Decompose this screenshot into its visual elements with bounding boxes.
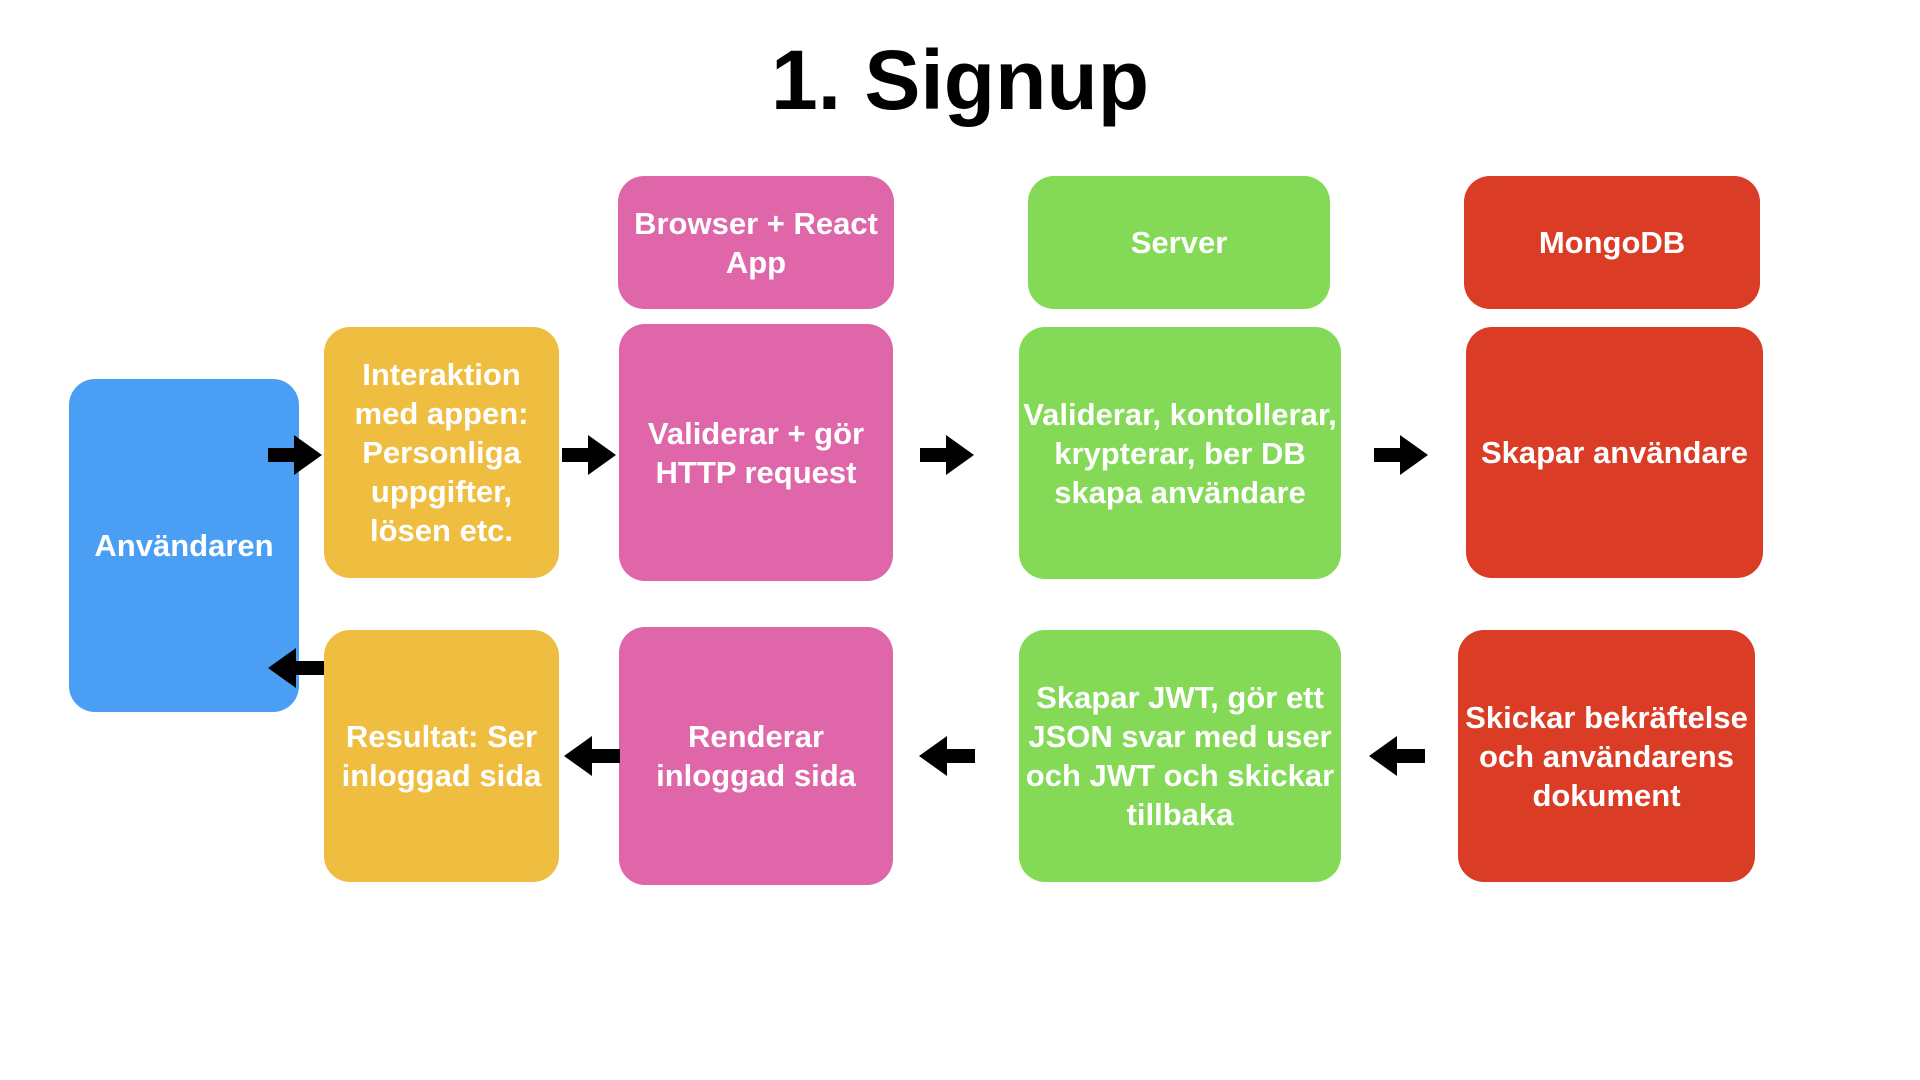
arrow-left-icon — [564, 736, 620, 776]
user-box-label: Användaren — [94, 528, 274, 563]
header-mongodb: MongoDB — [1464, 176, 1760, 309]
server-validate-box: Validerar, kontollerar, krypterar, ber D… — [1019, 327, 1341, 579]
user-box: Användaren — [69, 379, 299, 712]
header-browser-react-app: Browser + React App — [618, 176, 894, 309]
mongodb-confirm-box: Skickar bekräftelse och användarens doku… — [1458, 630, 1755, 882]
app-result-label: Resultat: Ser inloggad sida — [341, 719, 542, 793]
app-interaction-box: Interaktion med appen: Personliga uppgif… — [324, 327, 559, 578]
mongodb-confirm-label: Skickar bekräftelse och användarens doku… — [1465, 699, 1748, 813]
browser-render-box: Renderar inloggad sida — [619, 627, 893, 885]
browser-validate-request-label: Validerar + gör HTTP request — [647, 415, 865, 490]
arrow-right-icon — [920, 435, 974, 475]
arrow-right-icon — [1374, 435, 1428, 475]
server-validate-label: Validerar, kontollerar, krypterar, ber D… — [1023, 396, 1337, 510]
browser-validate-request-box: Validerar + gör HTTP request — [619, 324, 893, 581]
header-browser-react-app-label: Browser + React App — [634, 205, 878, 280]
mongodb-create-user-label: Skapar användare — [1480, 435, 1749, 470]
arrow-left-icon — [268, 648, 324, 688]
server-jwt-box: Skapar JWT, gör ett JSON svar med user o… — [1019, 630, 1341, 882]
browser-render-label: Renderar inloggad sida — [656, 719, 856, 793]
arrow-right-icon — [268, 435, 322, 475]
header-server-label: Server — [1130, 225, 1228, 260]
app-interaction-label: Interaktion med appen: Personliga uppgif… — [354, 357, 529, 548]
server-jwt-label: Skapar JWT, gör ett JSON svar med user o… — [1025, 680, 1335, 832]
mongodb-create-user-box: Skapar användare — [1466, 327, 1763, 578]
arrow-right-icon — [562, 435, 616, 475]
header-server: Server — [1028, 176, 1330, 309]
diagram-title: 1. Signup — [771, 33, 1149, 127]
arrow-left-icon — [919, 736, 975, 776]
arrow-left-icon — [1369, 736, 1425, 776]
app-result-box: Resultat: Ser inloggad sida — [324, 630, 559, 882]
header-mongodb-label: MongoDB — [1538, 225, 1686, 260]
